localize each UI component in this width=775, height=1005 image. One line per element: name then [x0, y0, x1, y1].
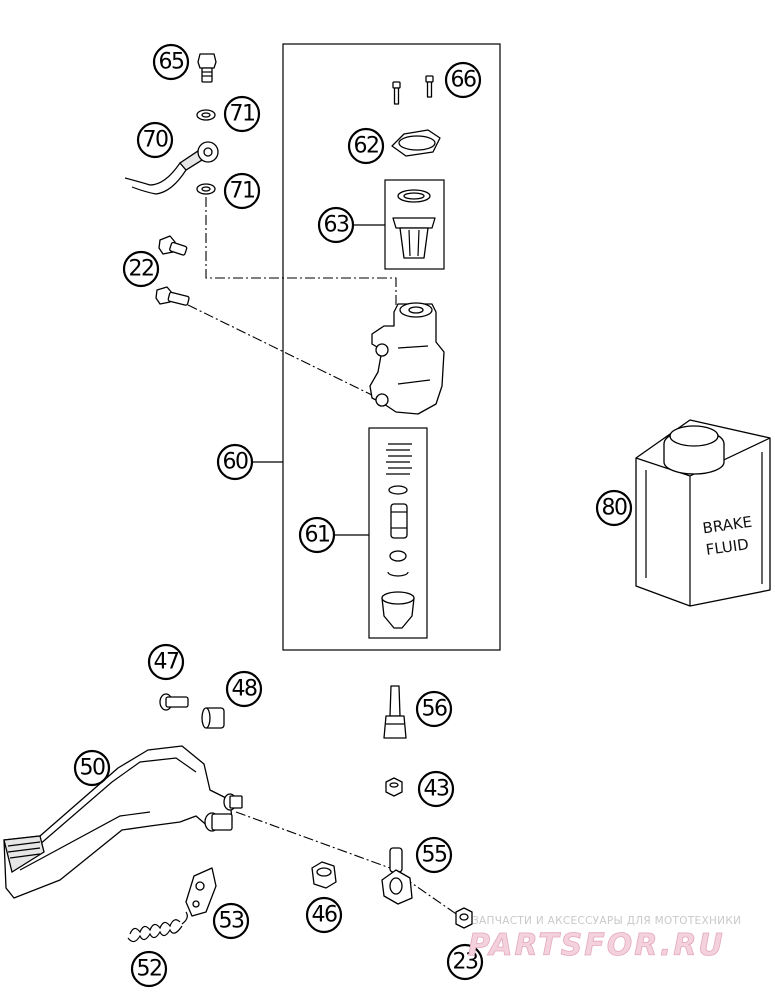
brake-fluid-can-80: BRAKE FLUID	[635, 419, 771, 607]
callout-50: 50	[73, 749, 111, 787]
callout-71-upper: 71	[223, 95, 261, 133]
callout-62-label: 62	[354, 134, 379, 159]
callout-47-label: 47	[154, 650, 179, 675]
callout-52: 52	[130, 950, 168, 988]
callout-55-label: 55	[422, 843, 447, 868]
callout-48: 48	[225, 670, 263, 708]
nut-46	[311, 861, 337, 889]
callout-52-label: 52	[137, 957, 162, 982]
callout-60-label: 60	[223, 450, 248, 475]
master-cylinder-body	[369, 302, 445, 415]
callout-60: 60	[216, 443, 254, 481]
bushing-48	[201, 707, 225, 729]
callout-71-label: 71	[230, 179, 255, 204]
piston-kit-61	[381, 443, 415, 629]
callout-70-label: 70	[143, 128, 168, 153]
callout-56-label: 56	[422, 697, 447, 722]
callout-71-label: 71	[230, 102, 255, 127]
pin-47	[159, 693, 189, 711]
callout-47: 47	[147, 643, 185, 681]
callout-71-lower: 71	[223, 172, 261, 210]
callout-61-label: 61	[305, 523, 330, 548]
spring-plate-53	[185, 867, 217, 917]
watermark-logo: PARTSFOR.RU	[468, 928, 725, 963]
watermark-caption: ЗАПЧАСТИ И АКСЕССУАРЫ ДЛЯ МОТОТЕХНИКИ	[472, 915, 741, 927]
washer-71-upper	[196, 109, 216, 121]
brake-pedal-50	[3, 745, 243, 899]
screw-66-right	[425, 75, 434, 98]
callout-22: 22	[122, 250, 160, 288]
callout-80: 80	[595, 489, 633, 527]
callout-46-label: 46	[312, 903, 337, 928]
callout-65-label: 65	[159, 50, 184, 75]
brake-hose-70	[124, 141, 219, 195]
callout-56: 56	[415, 690, 453, 728]
callout-55: 55	[415, 836, 453, 874]
callout-23: 23	[446, 943, 484, 981]
bleeder-valve-56	[383, 685, 407, 739]
assembly-line-bolt	[187, 304, 379, 399]
callout-80-label: 80	[602, 496, 627, 521]
nut-43	[385, 777, 403, 797]
return-spring-52	[127, 911, 188, 943]
kit-frame-61	[368, 427, 428, 639]
callout-61: 61	[298, 516, 336, 554]
callout-66: 66	[444, 61, 482, 99]
callout-63: 63	[317, 206, 355, 244]
assembly-line-hose	[205, 197, 397, 305]
callout-22-label: 22	[129, 257, 154, 282]
washer-71-lower	[196, 183, 216, 195]
bolt-22-lower	[155, 286, 190, 306]
callout-46: 46	[305, 896, 343, 934]
nut-23	[455, 907, 473, 929]
callout-50-label: 50	[80, 756, 105, 781]
callout-70: 70	[136, 121, 174, 159]
reservoir-cap-62	[391, 129, 441, 157]
callout-23-label: 23	[453, 950, 478, 975]
callout-48-label: 48	[232, 677, 257, 702]
banjo-bolt-65	[197, 53, 217, 83]
callout-53: 53	[212, 902, 250, 940]
assembly-frame-60	[282, 43, 501, 651]
callout-43-label: 43	[424, 777, 449, 802]
diaphragm-kit-63	[392, 189, 436, 259]
callout-66-label: 66	[451, 68, 476, 93]
callout-62: 62	[347, 127, 385, 165]
can-label-line2: FLUID	[705, 535, 750, 559]
callout-53-label: 53	[219, 909, 244, 934]
callout-65: 65	[152, 43, 190, 81]
bolt-22-upper	[158, 235, 188, 256]
callout-63-label: 63	[324, 213, 349, 238]
clevis-55	[381, 847, 413, 905]
callout-43: 43	[417, 770, 455, 808]
screw-66-left	[392, 81, 401, 105]
